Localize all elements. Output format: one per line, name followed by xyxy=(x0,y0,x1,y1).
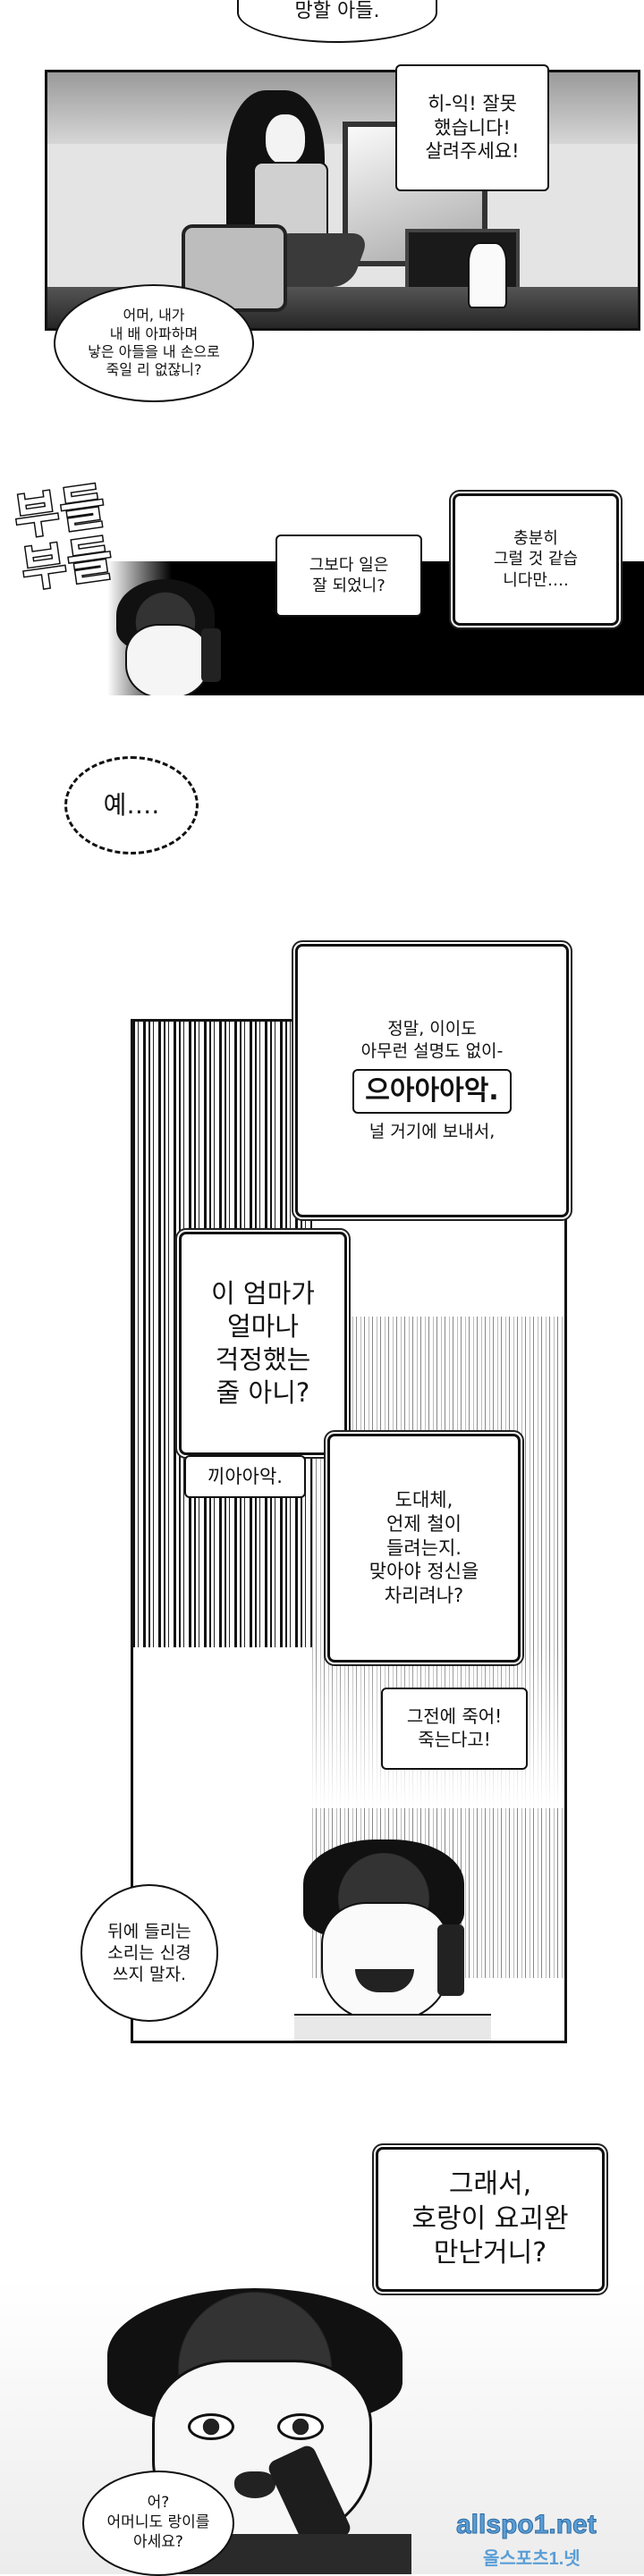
son-hand xyxy=(468,242,507,308)
son-eye-left xyxy=(188,2413,234,2440)
son-shirt xyxy=(294,2014,491,2041)
bubble-mom-when: 도대체, 언제 철이 들려는지. 맞아야 정신을 차리려나? xyxy=(327,1434,521,1663)
bubble-mom-nagging-1: 정말, 이이도 아무런 설명도 없이- 으아아아악. 널 거기에 보내서, xyxy=(295,944,569,1217)
sfx-trembling-1: 부들부들 xyxy=(10,476,119,600)
mother-face xyxy=(264,113,307,166)
scream-bubble-2: 끼아아악. xyxy=(184,1455,306,1498)
bubble-mother-speech: 어머, 내가 내 배 아파하며 낳은 아들을 내 손으로 죽일 리 없잖니? xyxy=(54,284,254,402)
bubble-enough-maybe: 충분히 그럴 것 같습 니다만…. xyxy=(453,493,619,626)
phone-2 xyxy=(437,1924,464,1996)
bubble-son-ignore: 뒤에 들리는 소리는 신경 쓰지 말자. xyxy=(80,1884,218,2022)
scream-bubble-3: 그전에 죽어! 죽는다고! xyxy=(381,1688,528,1770)
scream-bubble-1: 으아아아악. xyxy=(352,1068,512,1115)
son-face-2 xyxy=(321,1902,450,2022)
son-eye-right xyxy=(277,2413,324,2440)
nagging-line-1: 정말, 이이도 아무런 설명도 없이- xyxy=(360,1019,504,1061)
bubble-work-question: 그보다 일은 잘 되었니? xyxy=(275,535,422,617)
bubble-mom-tiger: 그래서, 호랑이 요괴완 만난거니? xyxy=(376,2147,605,2292)
nagging-line-2: 널 거기에 보내서, xyxy=(369,1122,496,1142)
son-face xyxy=(125,624,209,695)
phone xyxy=(201,628,221,682)
watermark-site-korean: 올스포츠1.넷 xyxy=(483,2549,580,2569)
bubble-yes: 예…. xyxy=(64,756,199,854)
watermark-site: allspo1.net xyxy=(456,2510,597,2540)
son-open-mouth xyxy=(234,2471,275,2498)
panel-trembling xyxy=(0,472,644,695)
bubble-mom-worried: 이 엄마가 얼마나 걱정했는 줄 아니? xyxy=(179,1232,347,1455)
bubble-apology: 히-익! 잘못 했습니다! 살려주세요! xyxy=(395,64,549,191)
bubble-top-cutoff: 망할 아들. xyxy=(237,0,437,43)
bubble-son-surprised: 어? 어머니도 랑이를 아세요? xyxy=(82,2471,234,2576)
